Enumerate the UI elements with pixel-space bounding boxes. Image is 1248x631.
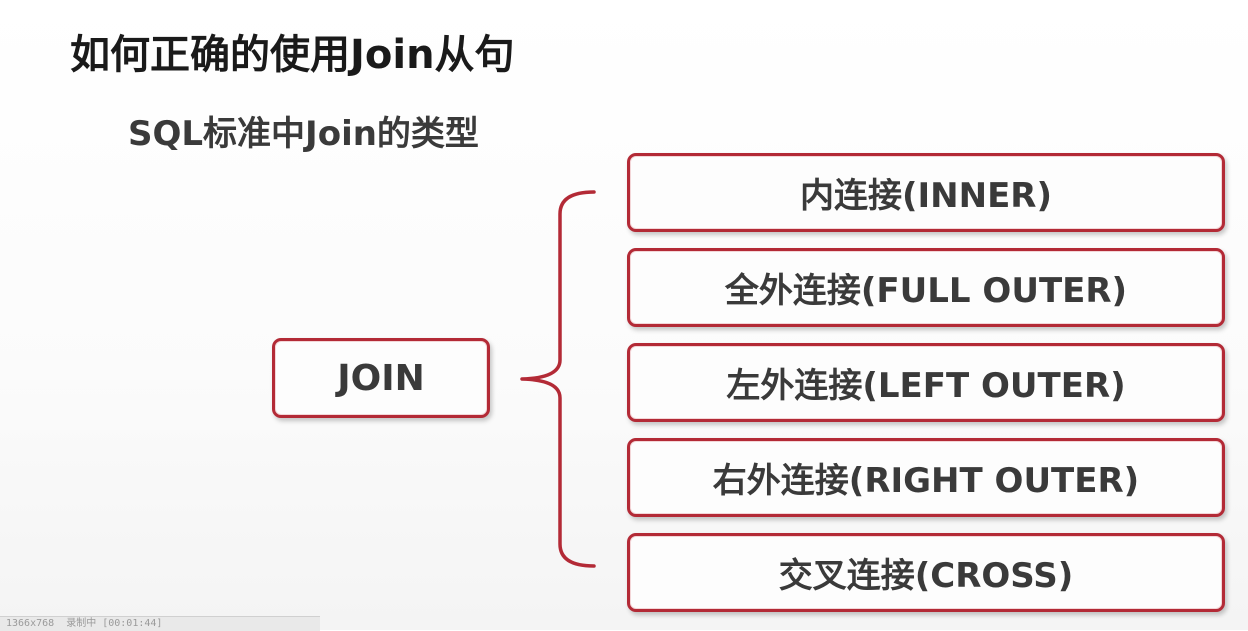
join-type-box-cross: 交叉连接(CROSS) (627, 533, 1225, 612)
recorder-status-bar: 1366x768 录制中 [00:01:44] (0, 616, 320, 631)
join-root-box: JOIN (272, 338, 490, 418)
slide-subtitle: SQL标准中Join的类型 (128, 114, 479, 154)
join-type-box-right-outer: 右外连接(RIGHT OUTER) (627, 438, 1225, 517)
join-type-box-inner: 内连接(INNER) (627, 153, 1225, 232)
recording-status: 录制中 [00:01:44] (66, 618, 163, 629)
join-type-box-left-outer: 左外连接(LEFT OUTER) (627, 343, 1225, 422)
join-type-box-full-outer: 全外连接(FULL OUTER) (627, 248, 1225, 327)
screen-resolution: 1366x768 (6, 618, 55, 629)
slide-title: 如何正确的使用Join从句 (70, 32, 515, 78)
